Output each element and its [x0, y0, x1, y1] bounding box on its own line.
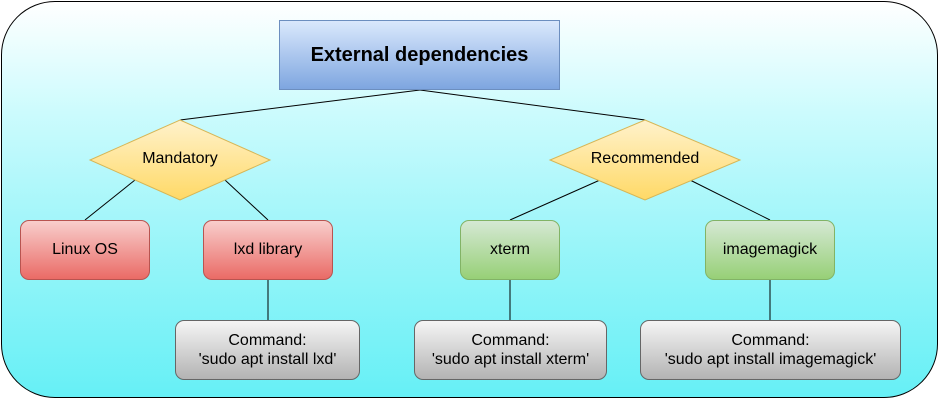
lxd-library-node: lxd library: [203, 220, 333, 280]
diagram-title: External dependencies: [279, 20, 560, 90]
connector-mandatory-linux: [84, 179, 136, 221]
lxd-command-node: Command: 'sudo apt install lxd': [175, 320, 360, 380]
xterm-command-label: Command:: [471, 332, 550, 349]
xterm-command-text: 'sudo apt install xterm': [431, 351, 590, 368]
lxd-command-text: 'sudo apt install lxd': [198, 351, 337, 368]
imagemagick-command-node: Command: 'sudo apt install imagemagick': [640, 320, 901, 380]
imagemagick-command-text: 'sudo apt install imagemagick': [664, 351, 877, 368]
lxd-command-label: Command:: [228, 332, 307, 349]
connector-mandatory-lxd: [224, 179, 269, 221]
xterm-command-node: Command: 'sudo apt install xterm': [414, 320, 607, 380]
imagemagick-node: imagemagick: [705, 220, 835, 280]
connector-recommended-xterm: [509, 179, 601, 221]
connector-title-recommended: [419, 89, 646, 121]
recommended-label: Recommended: [590, 150, 700, 167]
xterm-node: xterm: [460, 220, 560, 280]
mandatory-diamond: [88, 119, 272, 201]
recommended-diamond: [548, 119, 742, 201]
connector-title-mandatory: [179, 89, 421, 121]
connector-recommended-imagemagick: [689, 179, 771, 221]
imagemagick-command-label: Command:: [731, 332, 810, 349]
mandatory-label: Mandatory: [142, 150, 218, 167]
linux-os-node: Linux OS: [20, 220, 150, 280]
